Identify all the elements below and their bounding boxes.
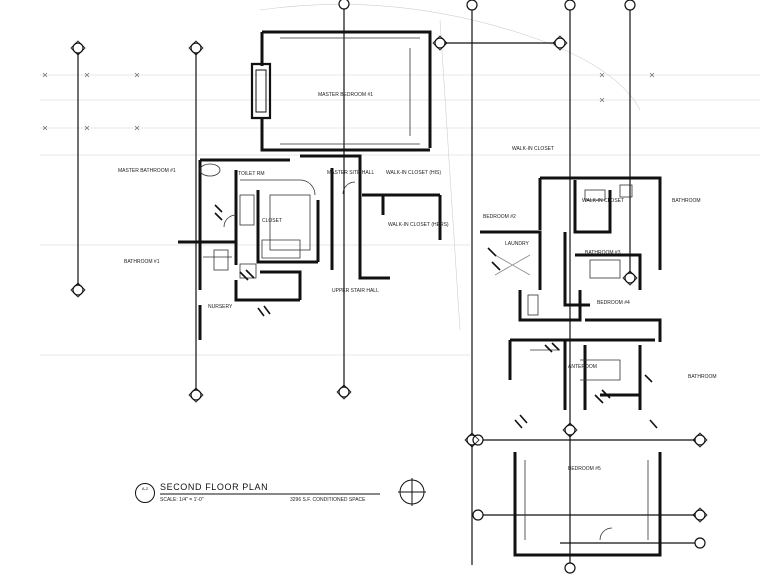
grid-lines-vertical <box>77 2 631 570</box>
grid-marker-diamonds <box>70 35 708 523</box>
fixtures-right-block <box>494 184 649 541</box>
grid-markers <box>72 0 706 574</box>
drawing-title: SECOND FLOOR PLAN <box>160 482 269 492</box>
grid-ticks <box>42 72 655 131</box>
construction-lines <box>40 3 760 356</box>
room-label-bathroom-right3: BATHROOM <box>688 374 717 380</box>
drawing-scale: SCALE: 1/4" = 1'-0" <box>160 497 204 503</box>
walls-main-block <box>178 30 442 340</box>
room-label-master-bedroom: MASTER BEDROOM #1 <box>318 92 373 98</box>
room-label-walk-in-closet-his: WALK-IN CLOSET (HIS) <box>386 170 441 176</box>
room-label-bedroom-2: BEDROOM #2 <box>483 214 516 220</box>
room-label-bathroom-right2: BATHROOM #3 <box>585 250 621 256</box>
room-label-walk-in-closet-right: WALK-IN CLOSET <box>512 146 554 152</box>
room-label-walk-in-closet-hers: WALK-IN CLOSET (HERS) <box>388 222 449 228</box>
room-label-upper-stair-hall: UPPER STAIR HALL <box>332 288 379 294</box>
room-label-nursery: NURSERY <box>208 304 233 310</box>
room-label-closet-right: WALK-IN CLOSET <box>582 198 624 204</box>
room-label-bathroom-left: BATHROOM #1 <box>124 259 160 265</box>
room-labels: MASTER BEDROOM #1 MASTER BATHROOM #1 TOI… <box>118 92 717 472</box>
room-label-master-site-hall: MASTER SITE HALL <box>327 170 374 176</box>
fixtures-main-block <box>199 37 420 279</box>
room-label-bedroom-4: BEDROOM #4 <box>597 300 630 306</box>
walls-right-block <box>480 176 662 557</box>
room-label-bathroom-right1: BATHROOM <box>672 198 701 204</box>
room-label-bedroom-5: BEDROOM #5 <box>568 466 601 472</box>
room-label-closet: CLOSET <box>262 218 282 224</box>
room-label-laundry: LAUNDRY <box>505 241 529 247</box>
sheet-id-symbol: A-2 <box>135 483 155 503</box>
drawing-area: 3296 S.F. CONDITIONED SPACE <box>290 497 366 503</box>
room-label-anteroom: ANTEROOM <box>568 364 597 370</box>
opening-marks <box>214 204 658 429</box>
title-block: A-2 SECOND FLOOR PLAN SCALE: 1/4" = 1'-0… <box>135 475 435 515</box>
north-arrow-icon <box>398 478 426 506</box>
room-label-master-bathroom: MASTER BATHROOM #1 <box>118 168 176 174</box>
room-label-toilet-rm: TOILET RM <box>238 171 265 177</box>
